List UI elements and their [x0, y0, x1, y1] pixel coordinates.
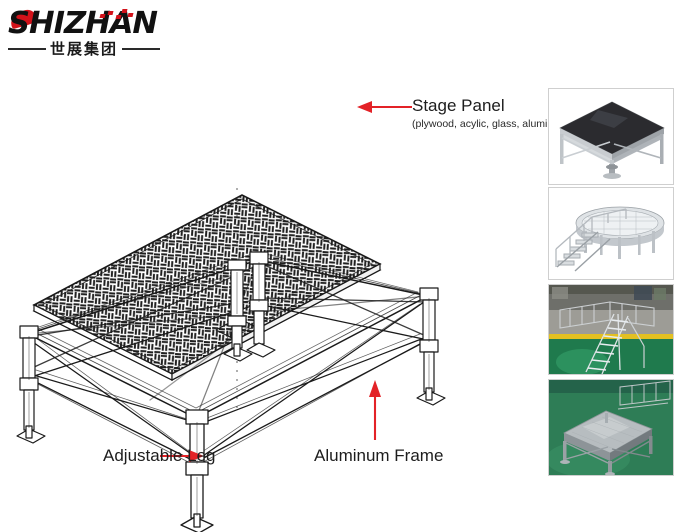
callout-adjustable-leg: Adjustable Leg	[103, 446, 215, 466]
photo-assembled-platform	[548, 379, 674, 476]
stage-exploded-diagram: 世展 SHIZHAN	[0, 48, 545, 532]
brand-logo: SHIZHAN 世展集团	[8, 6, 178, 62]
photo-round-stage-with-stairs	[548, 187, 674, 280]
brand-chinese-name: 世展集团	[50, 40, 119, 58]
callout-aluminum-frame: Aluminum Frame	[314, 446, 443, 466]
arrow-adjustable-leg	[160, 450, 204, 462]
photo-factory-stairs	[548, 284, 674, 375]
callout-stage-panel-sublabel: (plywood, acylic, glass, aluminum)	[412, 118, 572, 130]
stage-panel-part	[32, 194, 382, 381]
callout-adjustable-leg-label: Adjustable Leg	[103, 446, 216, 465]
arrow-stage-panel	[357, 101, 412, 113]
leg-right	[416, 287, 446, 406]
logo-rule-left	[8, 48, 46, 50]
leg-center	[223, 259, 253, 362]
callout-aluminum-frame-label: Aluminum Frame	[314, 446, 444, 465]
leg-left	[16, 325, 46, 444]
aluminum-frame-part	[27, 251, 429, 467]
product-photo-column	[548, 88, 674, 486]
leg-front-adjustable	[180, 409, 214, 532]
logo-rule-right	[122, 48, 161, 50]
leg-back	[246, 251, 276, 358]
brand-chinese-row: 世展集团	[8, 39, 161, 59]
brand-name: SHIZHAN	[8, 6, 158, 41]
callout-stage-panel: Stage Panel (plywood, acylic, glass, alu…	[412, 96, 571, 131]
arrow-aluminum-frame	[369, 380, 381, 440]
callout-stage-panel-label: Stage Panel	[412, 96, 505, 115]
photo-black-top-stage	[548, 88, 674, 185]
logo-dots-icon	[99, 9, 134, 21]
